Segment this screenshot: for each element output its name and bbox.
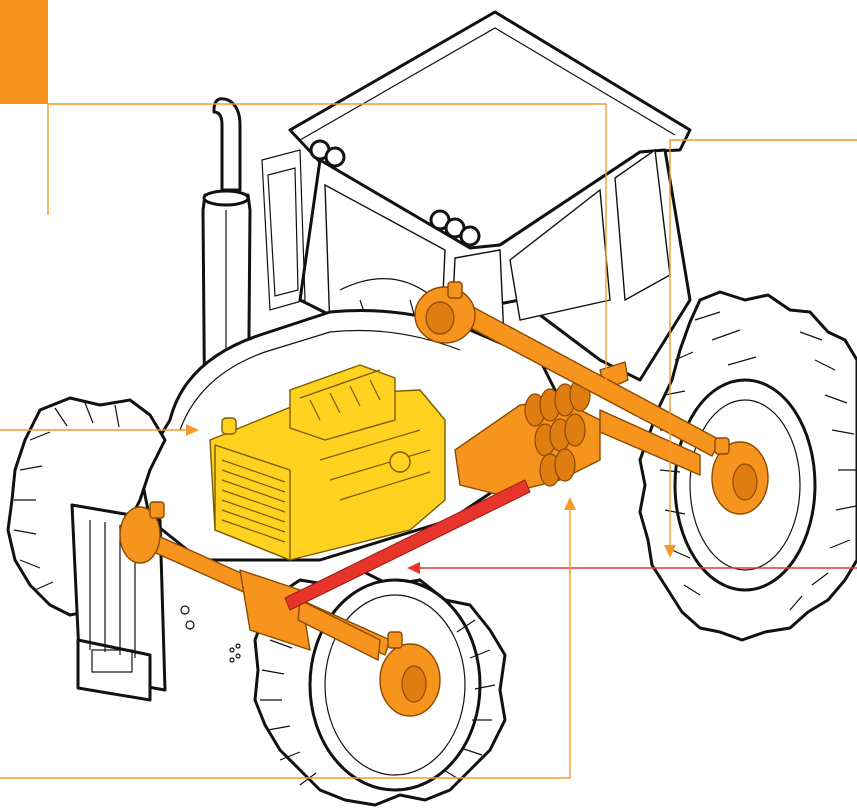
engine [209,364,446,561]
drive-shaft [284,479,531,611]
callout-arrowhead-left [407,562,420,574]
callout-rear-axle [664,139,857,558]
callout-gearbox [47,103,607,380]
rear-axle [414,281,769,515]
corner-tag [0,0,48,104]
callout-arrowhead-up [564,497,576,510]
callout-arrowhead-down [664,545,676,558]
callout-drive-shaft [407,562,857,574]
front-axle [119,501,441,717]
callout-front-axle [0,497,576,779]
callout-engine [0,424,199,436]
callout-arrowhead-right [186,424,199,436]
